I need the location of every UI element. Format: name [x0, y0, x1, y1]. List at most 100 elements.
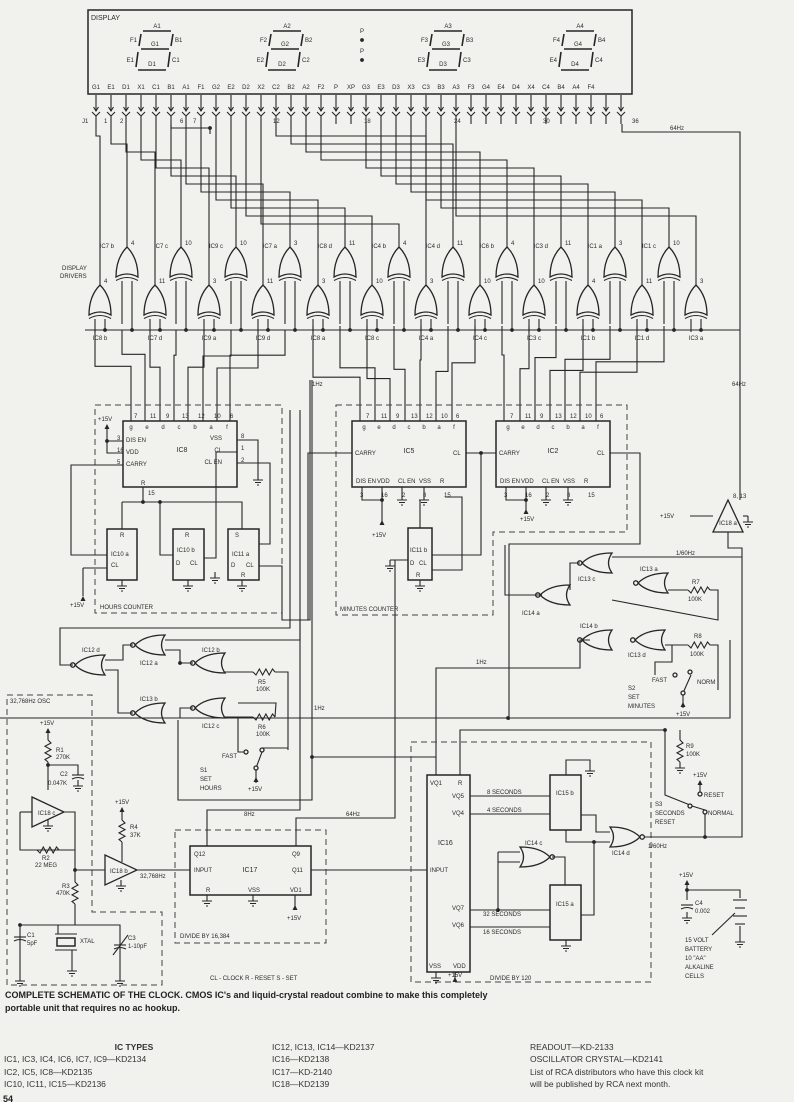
s2-label: SET [628, 695, 640, 701]
segment-drive-wire [339, 326, 376, 421]
display-panel [87, 9, 633, 95]
battery-label: BATTERY [685, 947, 712, 953]
clock-pin: CL [597, 451, 605, 457]
pin-number: 1 [241, 446, 245, 452]
segment-label-g: G3 [442, 42, 451, 48]
wire [238, 702, 277, 718]
pin-number: 16 [117, 448, 124, 454]
pin-arrow-icon [153, 106, 159, 113]
gate-output-pin: 3 [619, 241, 623, 247]
oscillator-box [6, 694, 163, 986]
ic-types-column-2: IC12, IC13, IC14—KD2137 IC16—KD2138 IC17… [272, 1041, 375, 1090]
pin-number: 7 [366, 414, 370, 420]
driver-output-wire [305, 124, 481, 285]
xor-input-arc [115, 276, 139, 281]
ic-type-line: IC18—KD2139 [272, 1078, 330, 1089]
gate-label: IC8 c [365, 336, 379, 342]
junction-dot [141, 500, 145, 504]
ic18c-label: IC18 c [38, 811, 55, 817]
segment-pin-name: e [145, 425, 149, 431]
vq4-pin: VQ4 [452, 811, 465, 817]
bottom-pin-name: VDD [521, 479, 534, 485]
xor-gate-ic3c [522, 284, 546, 317]
connector-pin-icon [271, 111, 281, 117]
connector-pin-icon [211, 111, 221, 117]
r1-label: R1 [56, 748, 64, 754]
gate-output-pin: 10 [240, 241, 247, 247]
supply-arrow-icon [45, 728, 51, 733]
readout-part: READOUT—KD-2133 [530, 1042, 614, 1052]
ground-icon [183, 585, 193, 592]
junction-dot [103, 328, 107, 332]
wire [0, 640, 731, 719]
wire [611, 589, 719, 621]
divide-120-box [410, 741, 652, 983]
driver-output-wire [185, 124, 264, 285]
xor-input-arc [414, 314, 438, 319]
reset-pin: R [206, 888, 211, 894]
ground-icon [561, 945, 571, 952]
pin-arrow-icon [423, 106, 429, 113]
pin-number: 6 [456, 414, 460, 420]
supply-label: +15V [248, 787, 262, 793]
segment-label-d: D3 [439, 62, 447, 68]
gate-output-pin: 4 [131, 241, 135, 247]
driver-output-wire [410, 124, 616, 247]
segment-pin-name: d [161, 425, 164, 431]
reset-contact [697, 791, 703, 797]
driver-output-wire [155, 124, 210, 285]
xor-gate-ic4b [387, 246, 411, 279]
drivers-title: DISPLAY [62, 266, 87, 272]
display-pin-label: D4 [512, 85, 520, 91]
r6-label: R6 [258, 725, 266, 731]
wire [552, 856, 566, 885]
segment-label-a: A1 [153, 24, 161, 30]
figure-caption: COMPLETE SCHEMATIC OF THE CLOCK. CMOS IC… [5, 989, 525, 1015]
driver-output-wire [230, 124, 346, 247]
ic17-label: IC17 [243, 867, 258, 874]
display-pin-label: C1 [152, 85, 160, 91]
connector-label: J1 [82, 119, 89, 125]
supply-arrow-icon [104, 424, 110, 429]
supply-label: +15V [520, 517, 534, 523]
ic-types-heading: IC TYPES [114, 1042, 154, 1052]
gate-output-pin: 3 [700, 279, 704, 285]
segment-drive-wire [564, 326, 611, 421]
gate-label: IC4 b [372, 244, 387, 250]
signal-label-64hz: 64Hz [346, 812, 360, 818]
driver-output-wire [215, 124, 319, 285]
wire [565, 759, 591, 775]
r7-label: R7 [692, 580, 700, 586]
ic-types-column-1: IC TYPES IC1, IC3, IC4, IC6, IC7, IC9—KD… [4, 1041, 264, 1090]
ground-icon [15, 980, 25, 987]
xor-input-arc [360, 314, 384, 319]
xtal-label: XTAL [80, 939, 95, 945]
minutes-counter-box [335, 404, 628, 616]
segment-label-f: F1 [130, 38, 138, 44]
nor-ic13b [134, 702, 167, 724]
junction-dot [429, 328, 433, 332]
pin-number: 12 [570, 414, 577, 420]
capacitor-plate [680, 906, 694, 910]
pin-arrow-icon [303, 106, 309, 113]
junction-dot [130, 328, 134, 332]
pin-number: 6 [600, 414, 604, 420]
xor-input-arc [603, 276, 627, 281]
gate-label: IC3 d [534, 244, 548, 250]
reset-pin: R [458, 781, 463, 787]
r2-value: 22 MEG [35, 863, 57, 869]
ic11b-label: IC11 b [410, 548, 428, 554]
pin-arrow-icon [513, 106, 519, 113]
r7-value: 100K [688, 597, 702, 603]
junction-dot [506, 716, 510, 720]
carry-wire [70, 464, 123, 556]
connector-pin-icon [496, 111, 506, 117]
junction-dot [618, 328, 622, 332]
ic8-chip [122, 420, 238, 488]
segment-drive-wire [549, 326, 584, 421]
gate-label: IC6 b [480, 244, 495, 250]
junction-dot [510, 328, 514, 332]
q9-pin: Q9 [292, 852, 301, 858]
ic8-left-pin: VDD [126, 450, 139, 456]
pin-number: 11 [381, 414, 388, 420]
